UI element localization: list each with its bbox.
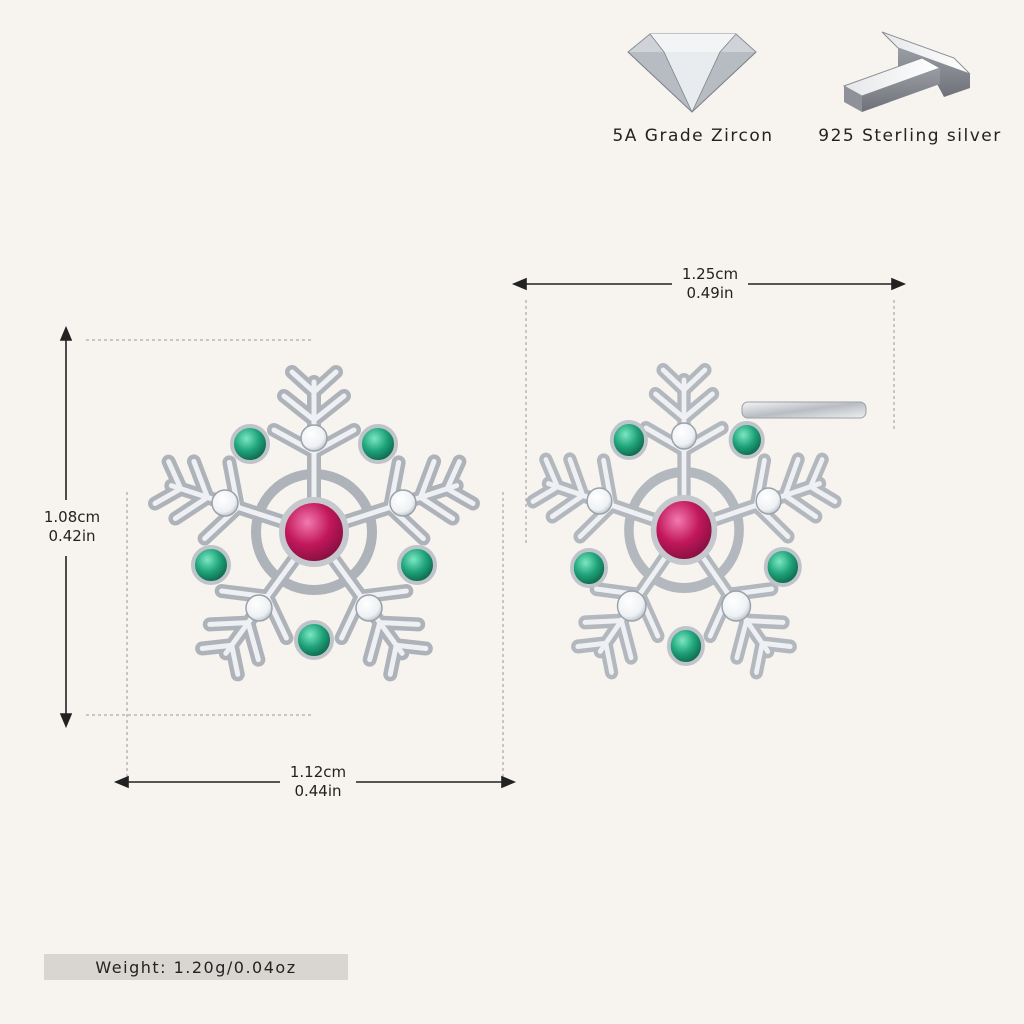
zircon-label: 5A Grade Zircon bbox=[612, 126, 774, 146]
height-dimension-label: 1.08cm 0.42in bbox=[34, 508, 110, 546]
weight-badge: Weight: 1.20g/0.04oz bbox=[44, 954, 348, 980]
diamond-icon bbox=[627, 33, 757, 113]
width-front-in: 0.44in bbox=[294, 782, 342, 800]
width-front-dimension-label: 1.12cm 0.44in bbox=[280, 763, 356, 801]
silver-bars-icon bbox=[842, 31, 971, 112]
height-dimension bbox=[59, 325, 73, 729]
snowflake-earring-front bbox=[149, 365, 478, 685]
width-side-dimension bbox=[511, 277, 907, 291]
width-side-cm: 1.25cm bbox=[681, 265, 739, 283]
guide-lines bbox=[86, 300, 895, 780]
height-in: 0.42in bbox=[48, 527, 96, 545]
width-side-in: 0.49in bbox=[686, 284, 734, 302]
width-front-dimension bbox=[113, 775, 517, 789]
snowflake-earring-side bbox=[528, 370, 867, 683]
height-cm: 1.08cm bbox=[43, 508, 101, 526]
silver-label: 925 Sterling silver bbox=[818, 126, 1002, 146]
width-front-cm: 1.12cm bbox=[289, 763, 347, 781]
width-side-dimension-label: 1.25cm 0.49in bbox=[672, 265, 748, 303]
